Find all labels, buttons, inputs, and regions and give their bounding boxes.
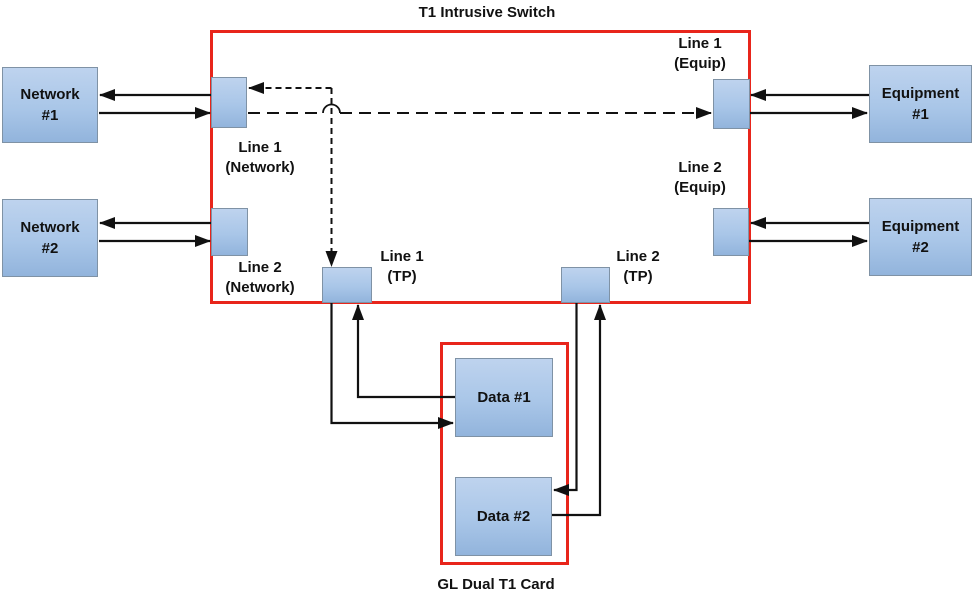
port-line1-tp [322,267,372,303]
port-line1-equip [713,79,750,129]
t1-card-frame [440,342,569,565]
label-line1-equip: Line 1 (Equip) [674,35,726,72]
label-line2-tp: Line 2 (TP) [616,248,660,285]
wire-tp2-to-data2 [553,302,578,496]
wire-tp1-to-data1 [330,302,454,429]
label-line2-network: Line 2 (Network) [225,259,295,296]
node-equipment2: Equipment #2 [869,198,972,276]
wire-data2-to-tp2 [552,304,606,517]
card-title: GL Dual T1 Card [437,576,555,593]
wire-data1-to-tp1 [352,304,455,399]
diagram-title: T1 Intrusive Switch [418,4,556,21]
node-data1: Data #1 [455,358,553,437]
port-line1-network [211,77,247,128]
dashed-passthrough-hop [322,103,341,114]
node-equipment1: Equipment #1 [869,65,972,143]
port-line2-tp [561,267,610,303]
label-line2-equip: Line 2 (Equip) [674,159,726,196]
port-line2-equip [713,208,749,256]
port-line2-network [211,208,248,256]
switch-frame [210,30,751,304]
label-line1-network: Line 1 (Network) [225,139,295,176]
node-network2: Network #2 [2,199,98,277]
label-line1-tp: Line 1 (TP) [380,248,424,285]
node-network1: Network #1 [2,67,98,143]
node-data2: Data #2 [455,477,552,556]
